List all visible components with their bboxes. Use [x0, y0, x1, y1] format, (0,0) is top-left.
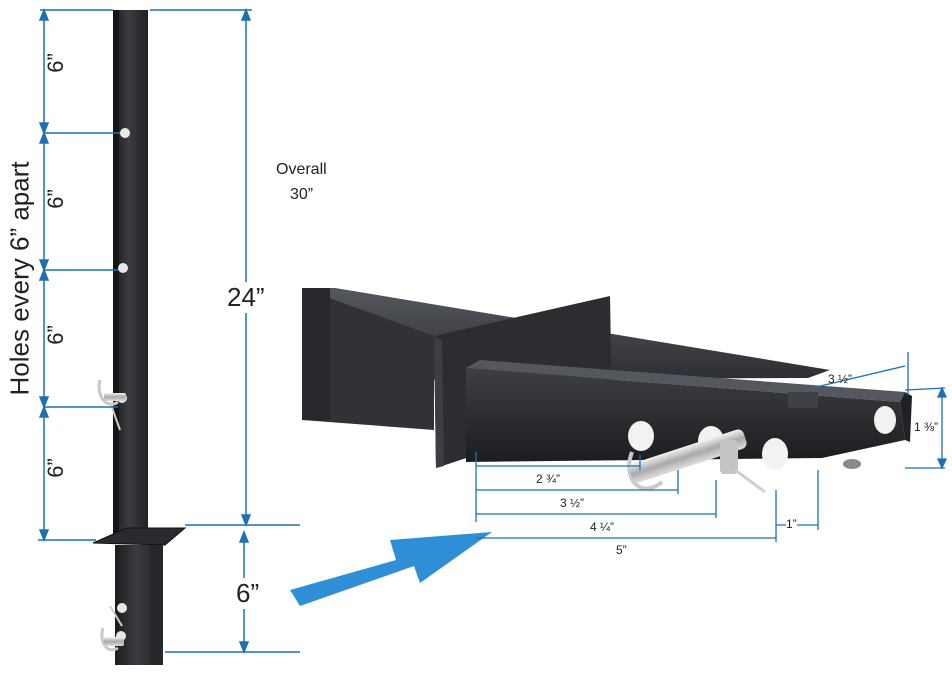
post-hole	[118, 263, 128, 273]
arrowhead	[936, 458, 948, 470]
overall-label-line2: 30”	[290, 186, 314, 203]
overall-label-line1: Overall	[276, 161, 327, 178]
arrowhead	[238, 641, 250, 655]
spacing-label-3: 6”	[42, 325, 68, 345]
spacing-label-2: 6”	[42, 189, 68, 209]
hole-dim-label-3: 4 ¼”	[590, 520, 615, 534]
arrowhead	[38, 122, 50, 136]
arrowhead	[38, 404, 50, 418]
post-edge	[113, 10, 119, 535]
spacing-label-4: 6”	[42, 458, 68, 478]
spacing-label-1: 6”	[42, 53, 68, 73]
hole-dim-label-2: 3 ½”	[560, 496, 585, 510]
span-label: 24”	[227, 282, 265, 313]
tube-hole	[874, 406, 896, 434]
tube-hole	[628, 421, 654, 451]
side-title: Holes every 6” apart	[4, 161, 35, 396]
post-hole	[117, 603, 127, 613]
arrowhead	[38, 130, 50, 144]
width-dimension-line	[811, 365, 906, 389]
arrowhead	[38, 7, 50, 21]
arrowhead	[38, 396, 50, 410]
arrowhead	[240, 7, 252, 21]
hole-dim-label-4: 5”	[616, 543, 627, 557]
width-label: 3 ½”	[828, 372, 853, 386]
tube-hole	[762, 438, 788, 470]
brand-plate	[788, 392, 818, 408]
arrowhead	[38, 267, 50, 281]
receiver-tube	[466, 360, 912, 470]
post-hole	[120, 128, 130, 138]
left-dimension-lines	[38, 7, 300, 655]
vertical-post	[92, 10, 187, 665]
post-insert-side	[150, 545, 163, 665]
arrowhead	[38, 259, 50, 273]
tick-line	[904, 387, 946, 391]
hole-dim-label-1: 2 ¾”	[536, 472, 561, 486]
post-pin-lower	[100, 605, 124, 652]
bolt	[843, 459, 861, 469]
arrowhead	[936, 386, 948, 398]
arrowhead	[240, 514, 252, 528]
height-label: 1 ⅜”	[914, 420, 939, 434]
end-label: 1”	[786, 517, 797, 531]
right-dimension-lines	[475, 352, 948, 542]
detail-pin	[627, 429, 766, 494]
insert-label: 6”	[236, 578, 260, 609]
post-collar-plate	[92, 527, 187, 546]
pointer-arrow	[290, 532, 492, 606]
arrowhead	[238, 529, 250, 543]
arrowhead	[38, 529, 50, 543]
